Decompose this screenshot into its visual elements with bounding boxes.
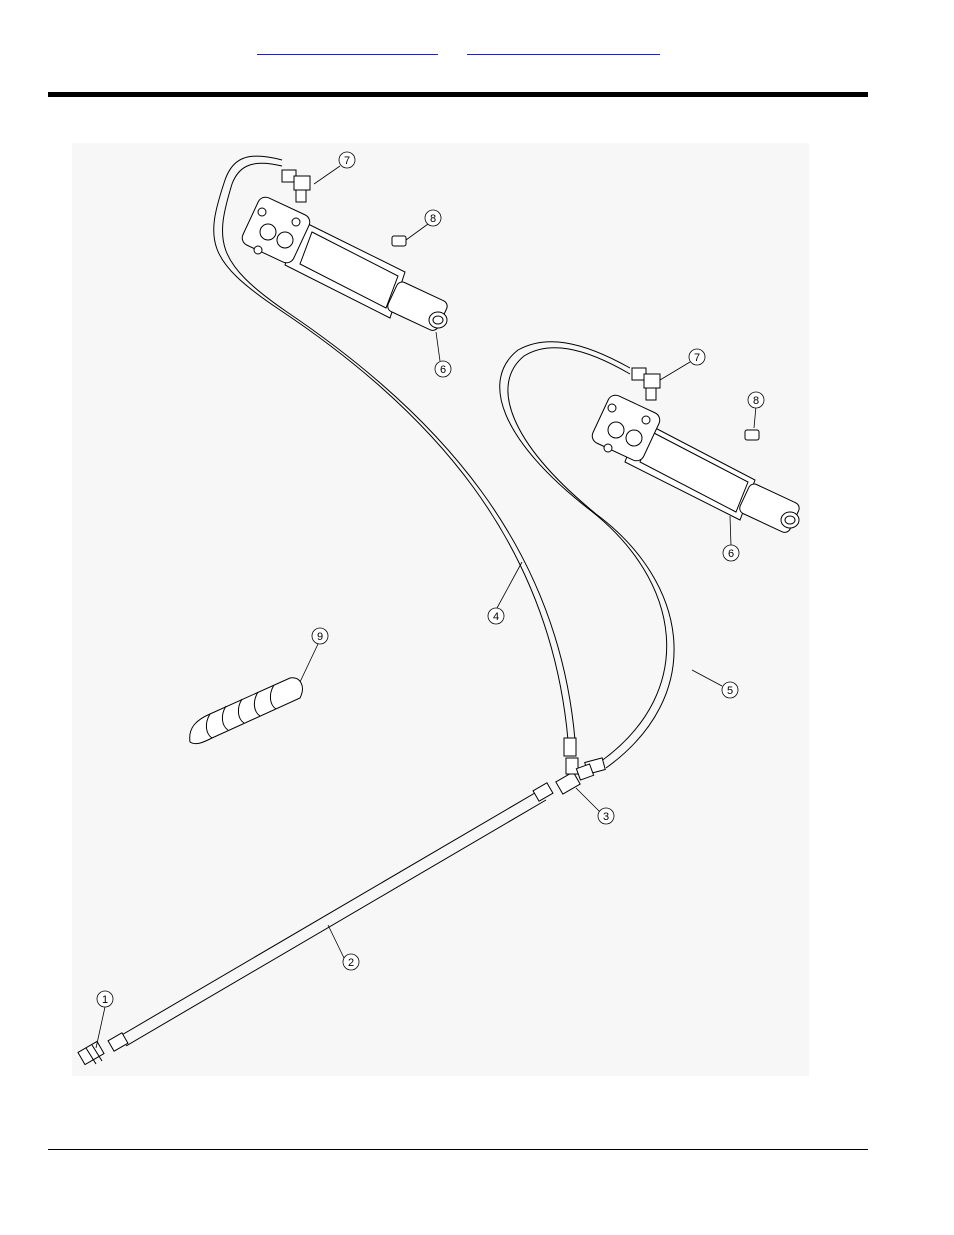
callout-5-label: 5 — [727, 685, 733, 697]
callout-9-label: 9 — [317, 631, 323, 643]
callout-3: 3 — [598, 808, 614, 824]
callout-7-lower: 7 — [689, 349, 705, 365]
hose-2 — [108, 783, 553, 1051]
callout-6-upper-label: 6 — [440, 364, 446, 376]
callout-6-lower: 6 — [723, 545, 739, 561]
plug-8-lower — [745, 430, 759, 440]
cylinder-6-lower — [590, 393, 802, 535]
callout-8-lower: 8 — [748, 392, 764, 408]
footer-rule — [48, 1149, 868, 1150]
callout-1-label: 1 — [102, 994, 108, 1006]
callout-7-lower-label: 7 — [694, 352, 700, 364]
fitting-7-upper — [282, 170, 310, 202]
fitting-1 — [78, 1041, 104, 1064]
spiral-wrap-9 — [190, 678, 303, 744]
callout-4-label: 4 — [493, 611, 499, 623]
callout-8-upper-label: 8 — [430, 213, 436, 225]
callout-7-upper-label: 7 — [344, 155, 350, 167]
callout-6-lower-label: 6 — [728, 548, 734, 560]
callout-9: 9 — [312, 628, 328, 644]
callout-5: 5 — [722, 682, 738, 698]
callout-8-lower-label: 8 — [753, 395, 759, 407]
cylinder-6-upper — [240, 195, 450, 333]
hose-5 — [500, 342, 674, 774]
fitting-7-lower — [632, 368, 660, 400]
callout-8-upper: 8 — [425, 210, 441, 226]
callout-6-upper: 6 — [435, 361, 451, 377]
callout-3-label: 3 — [603, 811, 609, 823]
callout-1: 1 — [97, 991, 113, 1007]
callout-7-upper: 7 — [339, 152, 355, 168]
plug-8-upper — [392, 236, 406, 246]
callout-2-label: 2 — [348, 957, 354, 969]
callout-4: 4 — [488, 608, 504, 624]
callout-2: 2 — [343, 954, 359, 970]
